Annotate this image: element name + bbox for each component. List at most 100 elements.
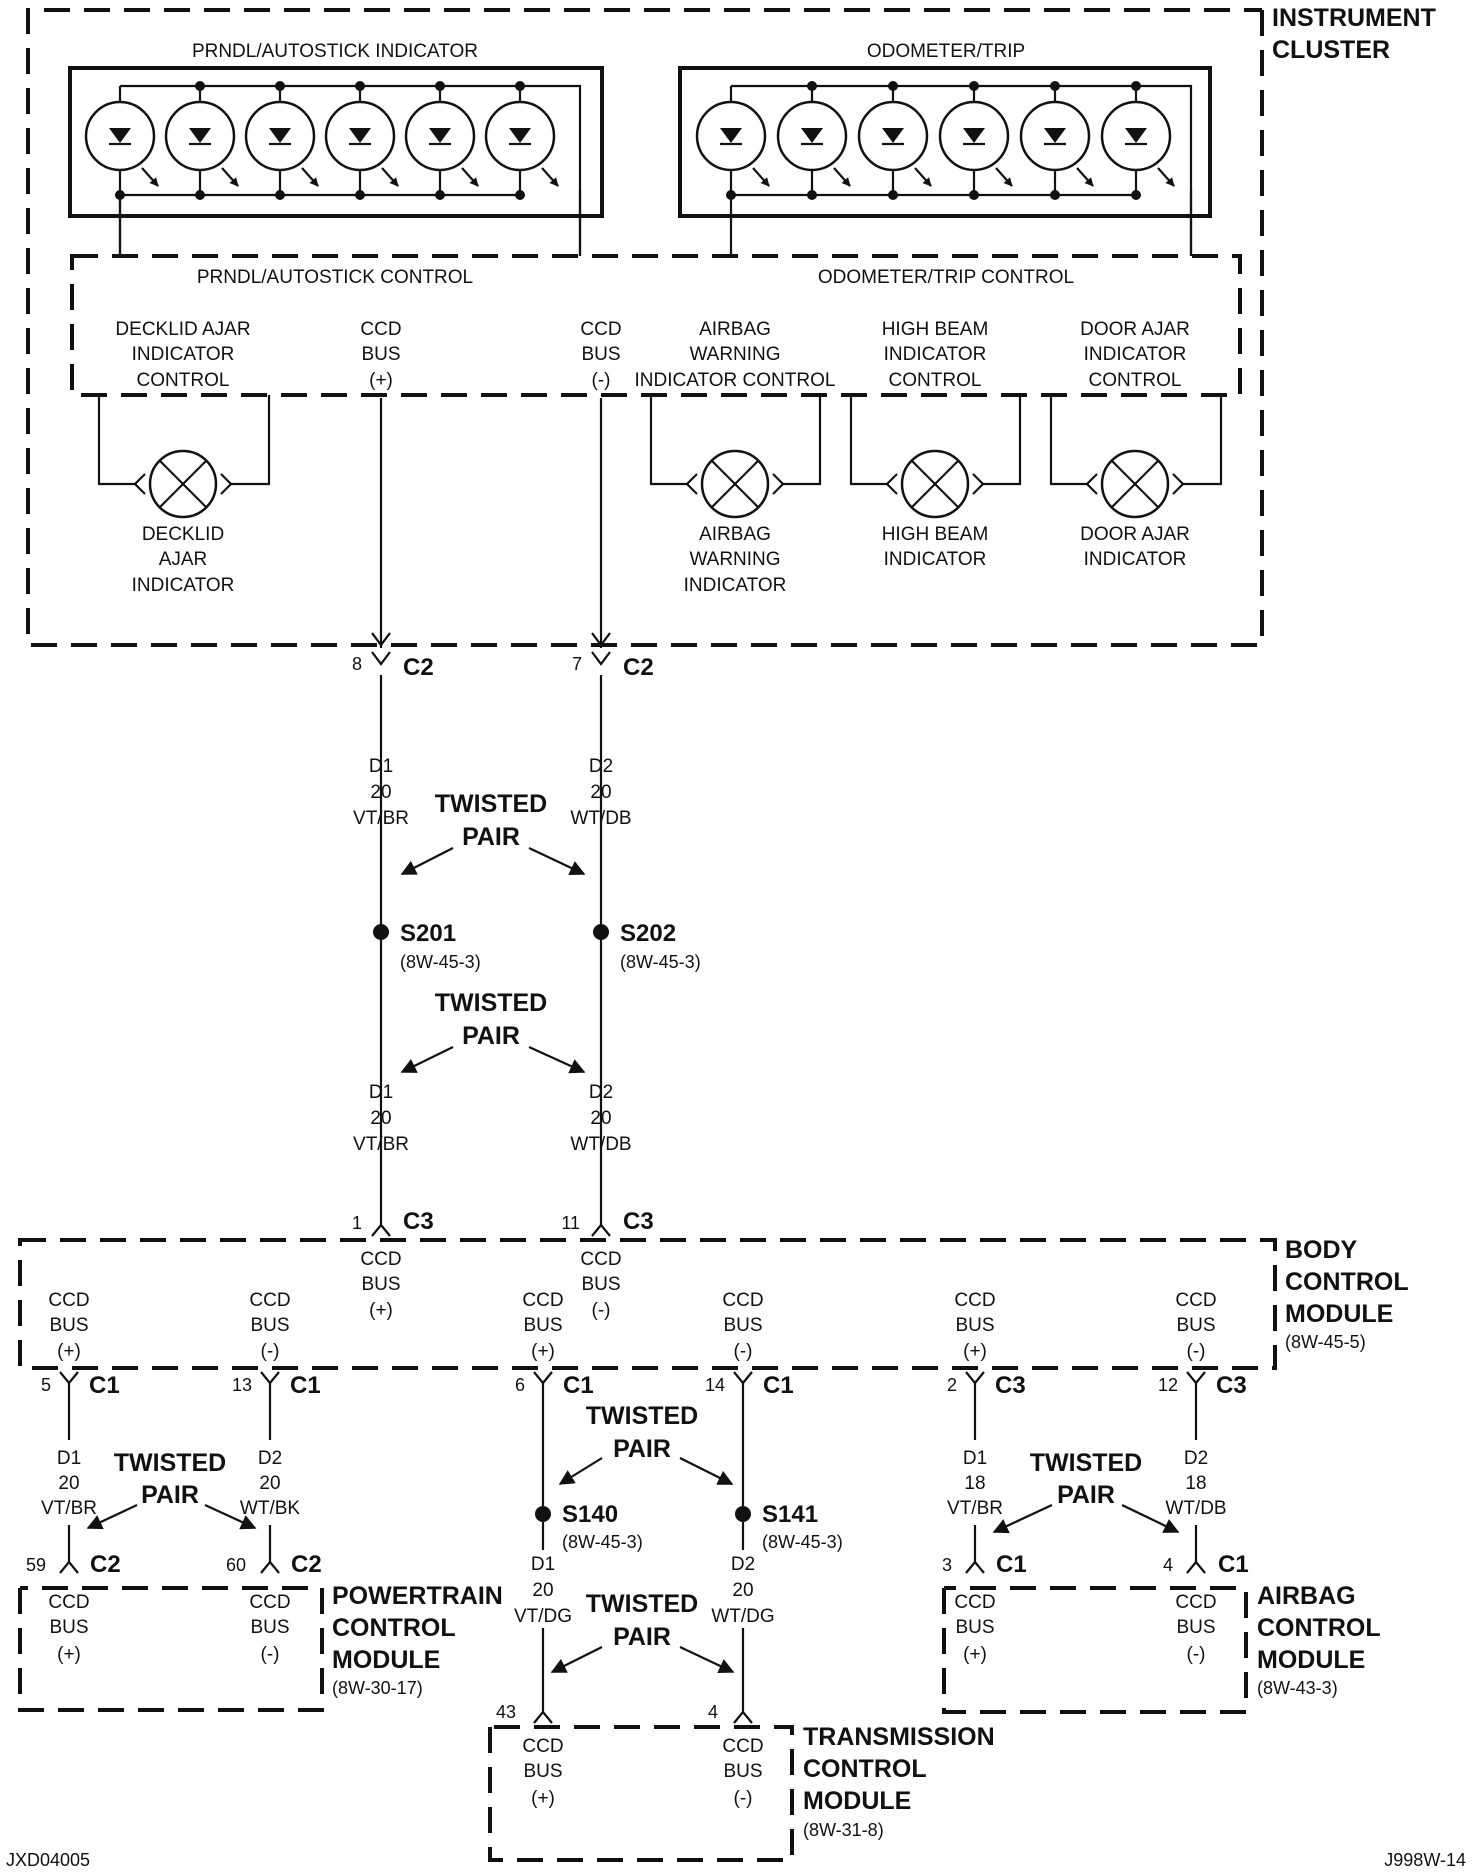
twisted-pair-2-arrow-left bbox=[400, 1046, 454, 1073]
svg-text:BUS: BUS bbox=[723, 1761, 762, 1782]
svg-text:BUS: BUS bbox=[523, 1761, 562, 1782]
svg-text:CCD: CCD bbox=[722, 1736, 763, 1757]
airbag-control-label: AIRBAG WARNING INDICATOR CONTROL bbox=[635, 319, 836, 391]
svg-text:BUS: BUS bbox=[361, 344, 400, 365]
figure-id-left: JXD04005 bbox=[6, 1850, 90, 1870]
instrument-cluster-boundary bbox=[26, 8, 1264, 647]
led-junction bbox=[807, 190, 817, 200]
svg-text:(-): (-) bbox=[734, 1788, 753, 1809]
lamp-terminal bbox=[133, 473, 146, 495]
svg-text:TWISTED: TWISTED bbox=[586, 1402, 699, 1430]
led-junction bbox=[888, 190, 898, 200]
svg-text:TWISTED: TWISTED bbox=[1030, 1449, 1143, 1477]
acm-pin-3: 3 bbox=[942, 1555, 952, 1575]
led-light-arrow-icon bbox=[914, 167, 932, 187]
lamp-terminal bbox=[1085, 473, 1098, 495]
led-diode-icon bbox=[720, 128, 742, 143]
indicator-lamps bbox=[97, 395, 1223, 519]
lamp-terminal bbox=[885, 473, 898, 495]
svg-text:(-): (-) bbox=[261, 1644, 280, 1665]
splice-s202-dot bbox=[593, 924, 609, 940]
twisted-pair-label: TWISTED PAIR bbox=[435, 790, 548, 851]
bcm-pin-number: 6 bbox=[515, 1375, 525, 1395]
led-junction bbox=[1050, 190, 1060, 200]
bcm-connector-symbol bbox=[733, 1371, 753, 1385]
tcm-ccd-bus-neg: CCD BUS (-) bbox=[722, 1736, 763, 1809]
svg-text:VT/BR: VT/BR bbox=[41, 1498, 97, 1519]
svg-text:BUS: BUS bbox=[250, 1617, 289, 1638]
tcm-d1-label: D1 20 VT/DG bbox=[514, 1554, 572, 1627]
pcm-d2-label: D2 20 WT/BK bbox=[240, 1448, 300, 1519]
svg-text:AJAR: AJAR bbox=[159, 549, 208, 570]
led-light-arrow-icon bbox=[752, 167, 770, 187]
lamp-wire-right bbox=[783, 395, 822, 486]
splice-s141-ref: (8W-45-3) bbox=[762, 1532, 843, 1552]
svg-text:PAIR: PAIR bbox=[1057, 1481, 1115, 1509]
tcm-pin-4: 4 bbox=[708, 1702, 718, 1722]
led-junction bbox=[195, 190, 205, 200]
svg-text:D2: D2 bbox=[731, 1554, 755, 1575]
bcm-terminal-label: BUS bbox=[523, 1315, 562, 1336]
led-light-arrow-icon bbox=[833, 167, 851, 187]
lamp-terminal bbox=[1172, 473, 1185, 495]
lamp-cross bbox=[711, 460, 759, 508]
pcm-d1-label: D1 20 VT/BR bbox=[41, 1448, 97, 1519]
svg-text:18: 18 bbox=[964, 1473, 985, 1494]
prndl-indicator-display bbox=[68, 66, 604, 218]
svg-text:PAIR: PAIR bbox=[613, 1435, 671, 1463]
bcm-terminal-label: CCD bbox=[522, 1290, 563, 1311]
bcm-pin-number: 14 bbox=[705, 1375, 725, 1395]
c3-connector-label-2: C3 bbox=[623, 1208, 654, 1235]
bcm-terminal-label: BUS bbox=[250, 1315, 289, 1336]
module-connector-symbols bbox=[59, 1560, 1206, 1724]
splice-s202-ref: (8W-45-3) bbox=[620, 952, 701, 972]
twisted-pair-label-2: TWISTED PAIR bbox=[435, 989, 548, 1050]
odometer-control-label: ODOMETER/TRIP CONTROL bbox=[818, 267, 1074, 288]
acm-twisted-pair-label: TWISTED PAIR bbox=[1030, 1449, 1143, 1509]
bcm-pin-number: 12 bbox=[1158, 1375, 1178, 1395]
bcm-connector-label: C1 bbox=[290, 1372, 321, 1399]
acm-c1-label: C1 bbox=[996, 1551, 1027, 1578]
twisted-pair-arrow-left bbox=[400, 847, 454, 875]
svg-text:BUS: BUS bbox=[955, 1617, 994, 1638]
svg-text:20: 20 bbox=[259, 1473, 280, 1494]
twisted-pair-2-arrow-right bbox=[528, 1045, 586, 1074]
high-beam-lamp-label: HIGH BEAM INDICATOR bbox=[882, 524, 989, 570]
wire-d1-upper-label: D1 20 VT/BR bbox=[353, 756, 409, 829]
svg-text:TWISTED: TWISTED bbox=[435, 790, 548, 818]
c3-connector-label: C3 bbox=[403, 1208, 434, 1235]
led-junction bbox=[355, 81, 365, 91]
bcm-title-2: CONTROL bbox=[1285, 1268, 1409, 1296]
svg-text:CCD: CCD bbox=[954, 1592, 995, 1613]
svg-text:D1: D1 bbox=[963, 1448, 987, 1469]
pcm-ccd-bus-neg: CCD BUS (-) bbox=[249, 1592, 290, 1665]
svg-text:CONTROL: CONTROL bbox=[1089, 370, 1182, 391]
acm-d1-label: D1 18 VT/BR bbox=[947, 1448, 1003, 1519]
led-light-arrow-icon bbox=[221, 167, 239, 187]
led-diode-icon bbox=[269, 128, 291, 143]
bcm-terminal-label: BUS bbox=[1176, 1315, 1215, 1336]
pcm-twisted-arrow-right bbox=[204, 1504, 257, 1530]
led-light-arrow-icon bbox=[541, 167, 559, 187]
svg-text:CCD: CCD bbox=[249, 1592, 290, 1613]
bcm-terminal-label: (-) bbox=[1187, 1341, 1206, 1362]
svg-text:CCD: CCD bbox=[522, 1736, 563, 1757]
svg-text:DOOR AJAR: DOOR AJAR bbox=[1080, 524, 1190, 545]
svg-text:WT/DB: WT/DB bbox=[570, 1134, 631, 1155]
svg-text:20: 20 bbox=[532, 1580, 553, 1601]
pcm-c2-label: C2 bbox=[90, 1551, 121, 1578]
bcm-connector-symbol bbox=[965, 1371, 985, 1385]
svg-text:D1: D1 bbox=[531, 1554, 555, 1575]
transmission-control-module-boundary bbox=[488, 1725, 794, 1862]
c3-pin-11: 11 bbox=[561, 1213, 580, 1233]
bcm-terminal-label: CCD bbox=[48, 1290, 89, 1311]
led-junction bbox=[275, 81, 285, 91]
svg-text:18: 18 bbox=[1185, 1473, 1206, 1494]
lamp-wire-left bbox=[1049, 395, 1087, 486]
svg-text:WT/BK: WT/BK bbox=[240, 1498, 300, 1519]
svg-text:INDICATOR: INDICATOR bbox=[1084, 549, 1187, 570]
wire-d2-upper-label: D2 20 WT/DB bbox=[570, 756, 631, 829]
airbag-control-module-boundary bbox=[942, 1586, 1248, 1714]
